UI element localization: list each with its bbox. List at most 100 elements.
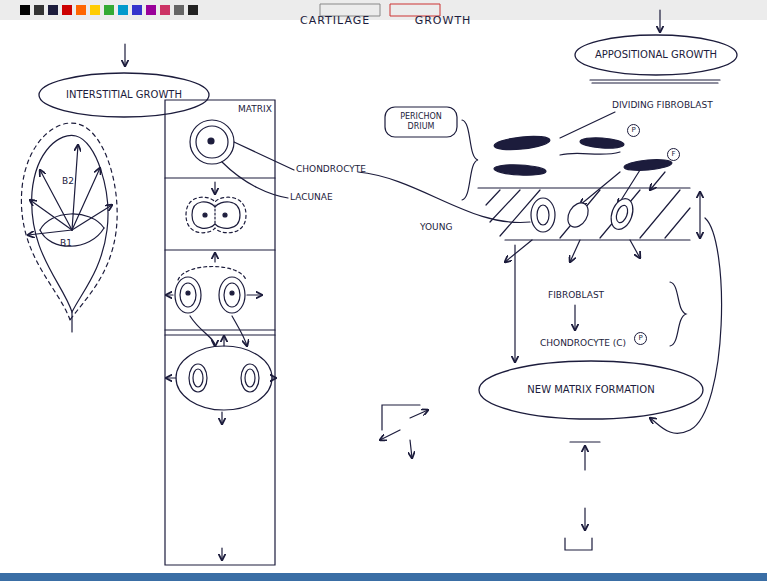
node-text: NEW MATRIX FORMATION [523,384,658,396]
toolbar-part [76,5,86,15]
ink-drawing-part [193,369,203,387]
ink-drawing-part [592,82,718,83]
node-text: INTERSTITIAL GROWTH [62,89,186,101]
ink-drawing-part [72,205,112,230]
outline-rect [385,107,457,137]
toolbar-part [62,5,72,15]
ink-drawing-part [624,158,673,172]
ink-drawing-part [580,136,625,149]
ink-drawing-part [630,240,640,258]
ink-drawing-part [590,79,720,80]
callout-letter: F [667,148,680,161]
ink-drawing-part [531,198,555,232]
ink-drawing-part [186,291,190,295]
toolbar-part [174,5,184,15]
ink-drawing-part [189,364,207,392]
ink-drawing-part [560,152,620,155]
ink-drawing-part [186,197,246,233]
ink-drawing-part [410,440,412,458]
toolbar-part [48,5,58,15]
text-stack: NEW MATRIX FORMATION [523,384,658,396]
ink-drawing-part [203,213,207,217]
ink-drawing-part [514,245,515,362]
ink-drawing-part [665,208,690,238]
ink-drawing-part [21,123,117,320]
ink-drawing-part [607,196,637,233]
ink-drawing-part [175,277,201,313]
ink-drawing-part [214,182,215,194]
ink-drawing-part [166,377,176,378]
ink-drawing-part [600,190,640,238]
ink-drawing-part [537,205,549,225]
ink-drawing-part [584,508,585,530]
ink-drawing-part [221,412,222,424]
ink-drawing-part [494,164,546,177]
callout-letter: P [627,124,640,137]
ink-drawing-part [560,112,615,138]
outline-ellipse [479,361,703,419]
ink-drawing-part [28,230,72,235]
ink-drawing-part [640,190,680,238]
ink-drawing-part [72,145,78,230]
ink-drawing-part [178,267,246,281]
ink-drawing-part [380,430,400,440]
ink-drawing-part [241,364,259,392]
ink-drawing [21,10,721,565]
ink-drawing-part [71,312,72,332]
ink-drawing-part [486,190,500,205]
text-stack: INTERSTITIAL GROWTH [62,89,186,101]
text-stack: APPOSITIONAL GROWTH [591,49,721,61]
toolbar-part [20,5,30,15]
ink-drawing-part [564,199,593,231]
part-label: CHONDROCYTE (C) [540,338,626,349]
ink-drawing-part [223,213,227,217]
ink-drawing-part [214,205,215,225]
ink-drawing-part [565,538,592,550]
ink-drawing-part [659,10,660,32]
toolbar-part [132,5,142,15]
ink-drawing-part [165,249,275,250]
ink-drawing-part [272,377,276,378]
ink-drawing-part [494,134,551,152]
ink-drawing-part [699,192,700,238]
toolbar-part [118,5,128,15]
ink-drawing-part [462,120,478,200]
ink-drawing-part [560,190,600,238]
ink-drawing-part [478,187,690,188]
ink-drawing-part [614,204,630,224]
ink-drawing-part [574,305,575,330]
ink-drawing-part [232,316,247,346]
part-label: YOUNG [420,222,452,233]
part-label: B1 [60,238,72,249]
process-ellipse: NEW MATRIX FORMATION [478,360,704,420]
toolbar-part [146,5,156,15]
toolbar-part [160,5,170,15]
outline-ellipse [39,73,209,117]
text-stack: PERICHON DRIUM [384,112,458,132]
part-label: CHONDROCYTE [296,164,366,175]
outline-ellipse [575,35,737,75]
ink-drawing-part [180,283,196,307]
toolbar-part [188,5,198,15]
ink-drawing-part [570,441,600,442]
ink-drawing-part [166,294,173,295]
ink-drawing-part [208,138,214,144]
layer-box: PERICHON DRIUM [384,106,458,138]
part-label: B2 [62,176,74,187]
part-label: DIVIDING FIBROBLAST [612,100,713,111]
part-label: LACUNAE [290,192,333,203]
ink-drawing-part [219,277,245,313]
diagram-title: CARTILAGE GROWTH [300,15,471,26]
node-text: APPOSITIONAL GROWTH [591,49,721,61]
ink-drawing-part [670,282,686,346]
ink-drawing-part [165,329,275,330]
ink-drawing-part [196,126,228,158]
ink-drawing-part [245,369,255,387]
ink-drawing-part [165,177,275,178]
ink-drawing-part [382,405,420,430]
ink-drawing-part [190,316,215,346]
ink-drawing-part [214,253,215,262]
ink-drawing-part [222,162,288,198]
part-label: FIBROBLAST [548,290,604,301]
ink-drawing-part [584,446,585,470]
